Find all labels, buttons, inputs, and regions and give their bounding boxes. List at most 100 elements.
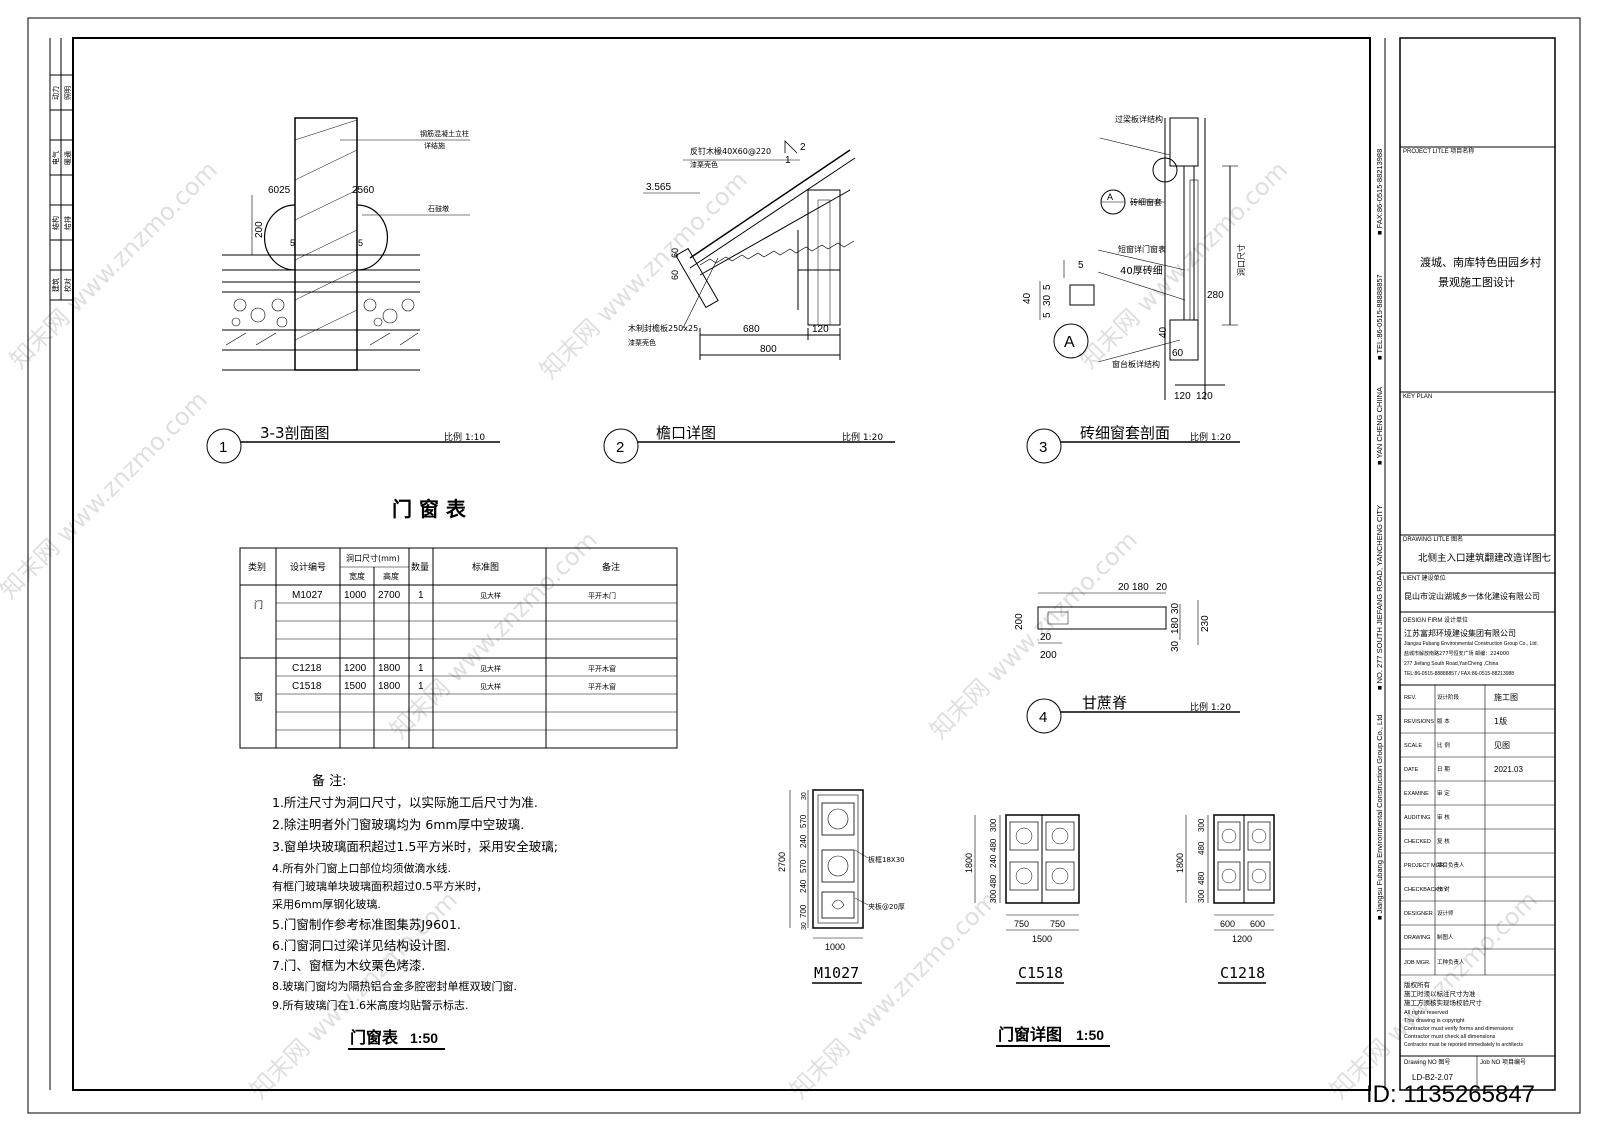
cell-n: 1	[418, 590, 424, 601]
tb-row-val: 见图	[1494, 741, 1510, 750]
tb-row-en: CHECKBACK BY	[1404, 887, 1447, 893]
tb-row-en: REVISIONS	[1404, 719, 1434, 725]
design-cn: 江苏富邦环境建设集团有限公司	[1404, 628, 1516, 638]
label-fascia: 木制封檐板250x25	[628, 323, 698, 333]
dim-120a: 120	[1174, 391, 1191, 402]
dim-200a: 200	[1014, 613, 1025, 630]
label-brick-surround: 砖细窗套	[1130, 197, 1162, 207]
watermark: 知末网 www.znzmo.com	[384, 526, 602, 744]
cell-note: 平开木门	[588, 591, 616, 600]
th-width: 宽度	[349, 571, 365, 581]
group-window: 窗	[254, 691, 263, 703]
detail-eave: 反钉木椽40X60@220 漆栗壳色 3.565 木制封檐板250x25 漆栗壳…	[628, 140, 856, 360]
tb-row-cn: 制图人	[1437, 933, 1454, 941]
copyright: Contractor must check all dimensions	[1404, 1034, 1496, 1040]
cell-std: 见大样	[480, 591, 501, 600]
cell-h: 1800	[378, 681, 401, 692]
tb-row-cn: 校 对	[1437, 885, 1450, 893]
note-item: 5.门窗制作参考标准图集苏J9601.	[272, 917, 461, 932]
cell-h: 1800	[378, 663, 401, 674]
note-item: 有框门玻璃单块玻璃面积超过0.5平方米时，	[272, 879, 488, 893]
dim: 750	[1014, 919, 1029, 929]
dim-5c: 5	[1042, 312, 1053, 318]
detail-title: 砖细窗套剖面	[1080, 424, 1170, 442]
drawing-name: 北侧主入口建筑翻建改造详图七	[1418, 552, 1552, 564]
detail-num: 3	[1039, 439, 1047, 456]
strip-label: 暖通	[63, 151, 72, 165]
elevation-c1218: 1800 300 480 480 300 600 600 1200 C1218	[1175, 814, 1275, 984]
th-opening: 洞口尺寸(mm)	[346, 553, 400, 563]
detail-num: 1	[219, 439, 227, 456]
copyright: All rights reserved	[1404, 1010, 1448, 1016]
tb-row-cn: 日 期	[1437, 766, 1450, 773]
watermark-layer: 知末网 www.znzmo.com 知末网 www.znzmo.com 知末网 …	[0, 156, 1543, 1104]
dim-680: 680	[743, 324, 760, 335]
tb-row-cn: 版 本	[1437, 717, 1450, 725]
left-strip: 动力 照明 电气 暖通 结构 给排 建筑 校对	[50, 38, 73, 301]
group-door: 门	[254, 599, 263, 611]
th-type: 类别	[248, 561, 266, 573]
strip-company: ■ Jiangsu Fubang Environmental Construct…	[1375, 715, 1384, 920]
note: 板框18X30	[868, 855, 905, 864]
dim: 570	[799, 814, 808, 828]
elevation-name: C1518	[1018, 964, 1063, 982]
strip-tel: ■ TEL:86-0515-88888857	[1375, 274, 1384, 360]
cell-w: 1500	[344, 681, 367, 692]
client-label: LIENT 建设单位	[1403, 574, 1446, 582]
tb-row-cn: 审 核	[1437, 813, 1450, 821]
tb-row-en: AUDITING	[1404, 815, 1430, 821]
dim: 700	[799, 904, 808, 918]
dim: 480	[1197, 871, 1206, 885]
detail-window-surround: 过梁板详结构 砖细窗套 A 短窗详门窗表 40厚砖细 窗台板详结构 洞口尺寸 2…	[1022, 114, 1246, 402]
elevation-name: C1218	[1220, 964, 1265, 982]
label-see-struct: 详结施	[424, 141, 445, 150]
cell-note: 平开木窗	[588, 664, 616, 673]
detail-title: 甘蔗脊	[1082, 694, 1127, 712]
design-addr-cn: 盐城市解放南路277号恒安广场 邮编：224000	[1404, 650, 1509, 657]
dim: 750	[1050, 919, 1065, 929]
dim: 1000	[825, 942, 845, 952]
elevation-c1518: 1800 480 240 480 300 300 750 750 1500 C1…	[964, 814, 1080, 984]
label-lintel: 过梁板详结构	[1115, 114, 1163, 124]
note-item: 1.所注尺寸为洞口尺寸，以实际施工后尺寸为准.	[272, 795, 538, 810]
dim-230: 230	[1200, 615, 1211, 632]
cell-note: 平开木窗	[588, 682, 616, 691]
dim-200: 200	[254, 221, 265, 238]
tb-row-val: 施工图	[1494, 692, 1518, 702]
vertical-info-strip: ■ FAX:86-0515-88213988 ■ TEL:86-0515-888…	[1375, 38, 1386, 1090]
dim-2560: 2560	[352, 185, 375, 196]
dim: 600	[1220, 919, 1235, 929]
dim: 240	[799, 834, 808, 848]
tb-row-cn: 设计师	[1437, 909, 1454, 917]
dim: 1800	[1175, 853, 1185, 873]
elevation-caption-title: 门窗详图	[998, 1025, 1062, 1044]
label-rafter: 反钉木椽40X60@220	[690, 146, 771, 156]
detail-num: 2	[616, 439, 624, 456]
dim-40: 40	[1158, 326, 1169, 338]
note-item: 2.除注明者外门窗玻璃均为 6mm厚中空玻璃.	[272, 817, 524, 832]
dim: 480	[989, 874, 998, 888]
copyright: 施工时须以标注尺寸为准	[1404, 989, 1476, 998]
label-brick-40: 40厚砖细	[1120, 264, 1163, 277]
detail-scale: 比例 1:20	[842, 431, 883, 443]
detail-scale: 比例 1:20	[1190, 701, 1231, 713]
tb-row-val: 2021.03	[1494, 765, 1523, 774]
dim-30a: 30	[1170, 602, 1181, 614]
tb-row-en: PROJECT MGR.	[1404, 863, 1446, 869]
tb-row-en: DATE	[1404, 767, 1419, 773]
note-item: 7.门、窗框为木纹栗色烤漆.	[272, 958, 425, 973]
cell-code: C1218	[292, 663, 322, 674]
copyright: This drawing is copyright	[1404, 1018, 1465, 1024]
tb-row-cn: 设计阶段	[1437, 693, 1460, 701]
id-watermark: ID: 1135265847	[1366, 1081, 1535, 1108]
dim: 600	[1250, 919, 1265, 929]
dim: 300	[989, 818, 998, 832]
dim-5b: 5	[1042, 284, 1053, 290]
strip-city: ■ YAN CHENG CHIINA	[1375, 387, 1384, 465]
dim: 240	[989, 854, 998, 868]
cell-h: 2700	[378, 590, 401, 601]
note-item: 3.窗单块玻璃面积超过1.5平方米时，采用安全玻璃;	[272, 839, 558, 854]
dim-5a: 5	[290, 238, 295, 248]
cell-code: C1518	[292, 681, 322, 692]
table-title: 门 窗 表	[392, 497, 467, 521]
